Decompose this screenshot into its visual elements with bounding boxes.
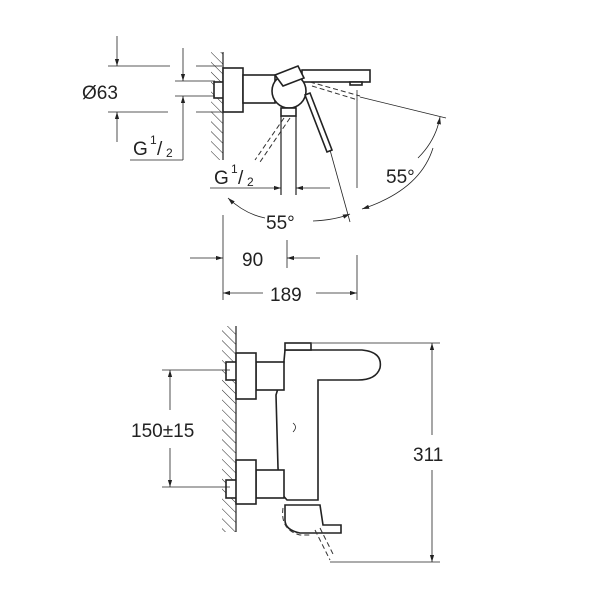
outlet-connector xyxy=(280,107,297,117)
wall-hatch xyxy=(211,52,223,160)
wall-hatch xyxy=(222,326,236,532)
upper-escutcheon xyxy=(235,352,257,400)
body-pipe xyxy=(242,74,276,104)
hose-outlet xyxy=(284,504,342,534)
svg-text:2: 2 xyxy=(166,146,173,160)
side-view: 150±15 311 xyxy=(131,326,443,563)
diameter-label: Ø63 xyxy=(82,83,118,104)
svg-text:/: / xyxy=(157,139,163,160)
spout-body xyxy=(275,349,382,501)
spout xyxy=(301,69,371,83)
lower-escutcheon xyxy=(235,459,257,505)
diverter-knob xyxy=(284,342,312,351)
outlet-thread-label: G 1 / 2 xyxy=(214,162,254,189)
lever-left-dashed xyxy=(254,117,285,161)
logo-mark xyxy=(292,422,296,433)
wall-thread-label: G 1 / 2 xyxy=(133,133,173,160)
dim-90-label: 90 xyxy=(242,250,263,271)
spacing-label: 150±15 xyxy=(131,421,194,442)
top-view: Ø63 G 1 / 2 G 1 / 2 55° 55° 90 189 xyxy=(82,36,447,306)
svg-text:1: 1 xyxy=(150,133,157,147)
dim-189-label: 189 xyxy=(270,285,302,306)
lever xyxy=(303,91,334,154)
lower-nut xyxy=(255,469,285,499)
angle-right-label: 55° xyxy=(386,167,415,188)
svg-text:1: 1 xyxy=(231,162,238,176)
svg-text:2: 2 xyxy=(247,175,254,189)
aerator xyxy=(349,81,363,86)
height-label: 311 xyxy=(413,445,443,466)
svg-text:G: G xyxy=(214,168,229,189)
svg-text:/: / xyxy=(238,168,244,189)
escutcheon xyxy=(222,67,244,113)
angle-left-label: 55° xyxy=(266,213,295,234)
handle-cap xyxy=(273,64,306,87)
upper-nut xyxy=(255,361,285,391)
svg-text:G: G xyxy=(133,139,148,160)
lever-right-dashed xyxy=(309,81,361,97)
